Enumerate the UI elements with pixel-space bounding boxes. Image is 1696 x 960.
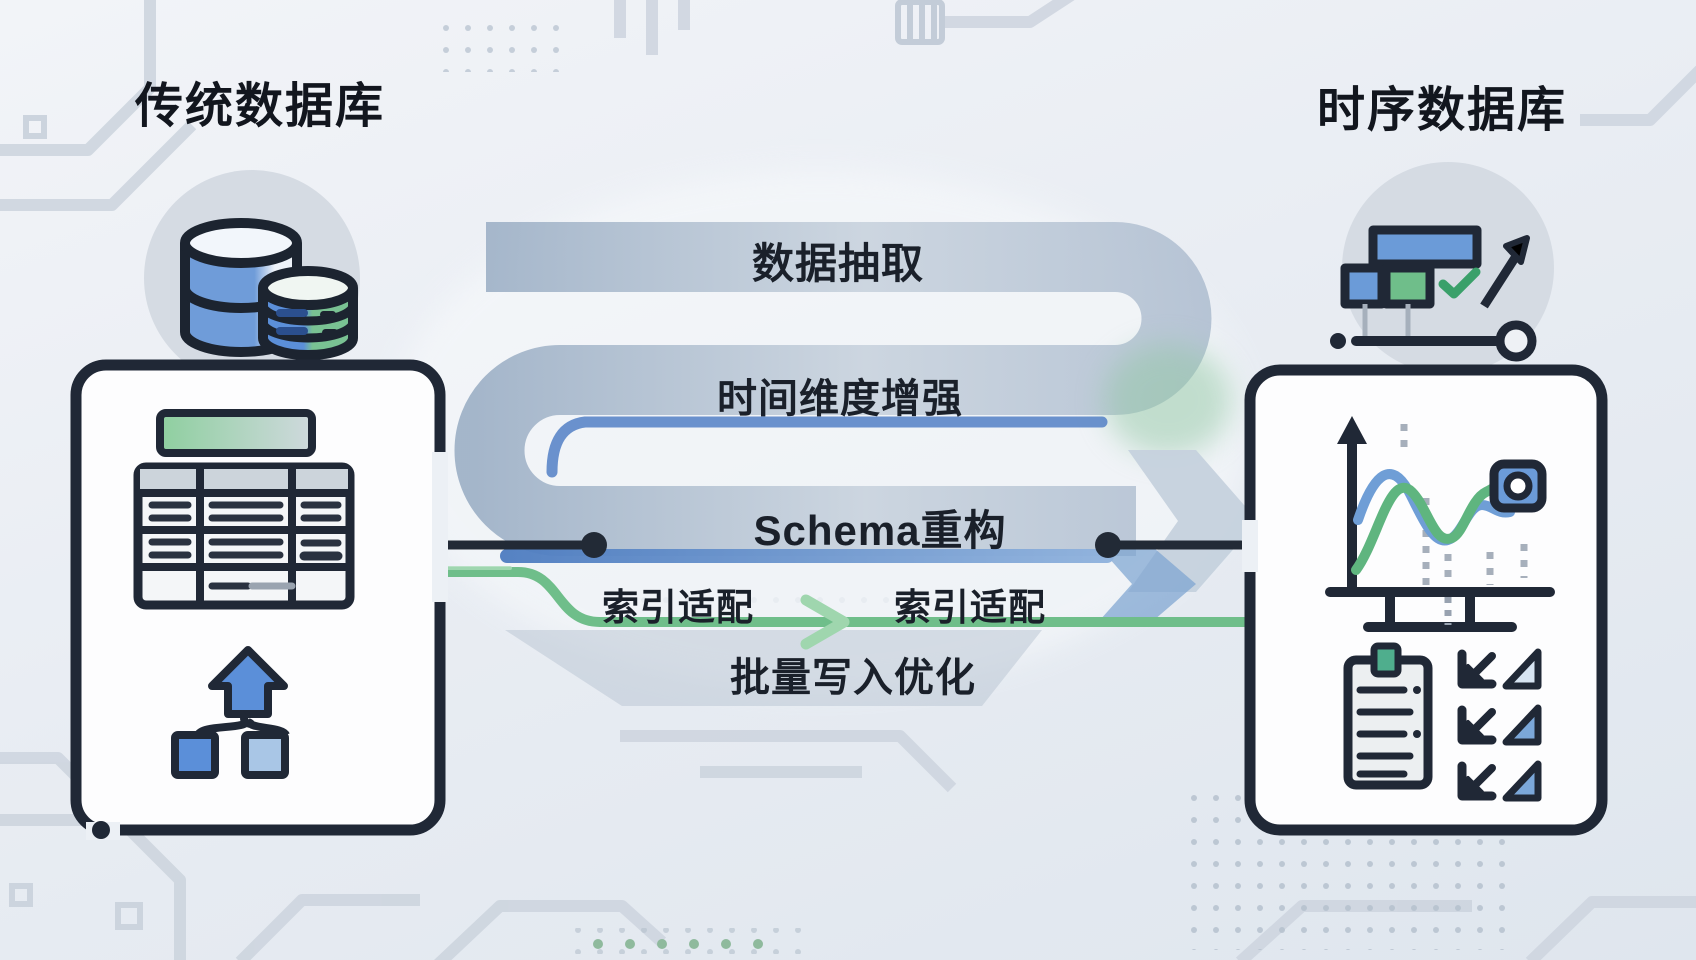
timeline-gantt-icon [1330, 225, 1537, 362]
database-cylinders-icon [180, 218, 358, 360]
batch-band [505, 630, 1042, 706]
flow-label-batch-write: 批量写入优化 [730, 656, 976, 700]
border-dot [92, 821, 110, 839]
circuit-component-icon [895, 0, 945, 45]
blue-accent-stripe-bottom [500, 549, 1114, 563]
flowchart-arrow-icon [171, 646, 290, 779]
flow-label-time-dimension: 时间维度增强 [717, 377, 963, 421]
table-schema-icon [133, 409, 355, 610]
timeseries-chart-icon [1325, 416, 1555, 632]
blue-accent-stripe-top [546, 416, 1108, 478]
checklist-icon [1457, 648, 1542, 802]
target-title: 时序数据库 [1316, 84, 1567, 137]
flow-label-index-right: 索引适配 [894, 587, 1046, 628]
camera-lens-icon [1489, 459, 1547, 513]
border-gap [1242, 520, 1258, 572]
flow-label-extraction: 数据抽取 [751, 240, 924, 287]
source-title: 传统数据库 [134, 80, 385, 133]
clipboard-icon [1343, 642, 1433, 790]
flow-label-schema: Schema重构 [753, 507, 1007, 554]
flow-band-serpentine [454, 222, 1258, 706]
green-arrowhead [800, 594, 850, 650]
border-gap [432, 452, 448, 602]
green-flow-line [431, 566, 1251, 650]
flow-label-index-left: 索引适配 [602, 587, 754, 628]
